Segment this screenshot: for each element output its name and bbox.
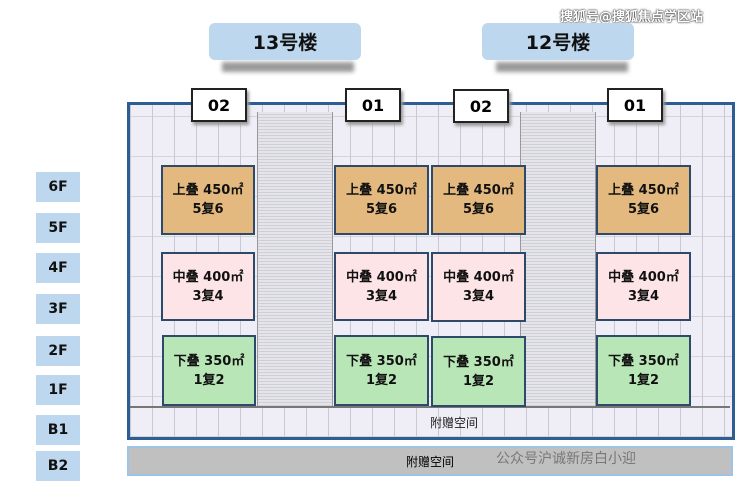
unit-lower: 下叠 350㎡ 1复2 <box>162 335 256 406</box>
unit-number-13-02: 02 <box>191 88 247 122</box>
unit-area: 上叠 450㎡ <box>346 183 417 198</box>
unit-layout: 5复6 <box>365 202 398 217</box>
unit-area: 上叠 450㎡ <box>172 183 244 198</box>
unit-middle: 中叠 400㎡ 3复4 <box>334 252 429 321</box>
unit-area: 上叠 450㎡ <box>443 183 514 198</box>
unit-area: 下叠 350㎡ <box>443 354 514 370</box>
unit-area: 下叠 350㎡ <box>173 353 245 369</box>
unit-layout: 3复4 <box>462 289 495 304</box>
unit-middle: 中叠 400㎡ 3复4 <box>431 252 526 322</box>
unit-layout: 5复6 <box>192 202 224 217</box>
unit-area: 上叠 450㎡ <box>608 183 679 198</box>
b1-bonus-space: 附赠空间 <box>430 416 479 430</box>
unit-layout: 3复4 <box>365 288 398 304</box>
unit-layout: 1复2 <box>462 373 495 389</box>
watermark-top: 搜狐号@搜狐焦点学区站 <box>560 10 704 25</box>
b2-label: 附赠空间 <box>405 454 454 469</box>
b2-bonus-space: 附赠空间 <box>127 446 733 476</box>
unit-area: 下叠 350㎡ <box>608 353 679 369</box>
unit-middle: 中叠 400㎡ 3复4 <box>161 252 255 321</box>
unit-number-12-02: 02 <box>453 89 509 123</box>
watermark-bottom: 公众号沪诚新房白小迎 <box>496 451 636 467</box>
unit-layout: 1复2 <box>627 372 660 388</box>
unit-area: 中叠 400㎡ <box>172 269 244 285</box>
unit-lower: 下叠 350㎡ 1复2 <box>596 335 691 406</box>
unit-layout: 5复6 <box>627 202 660 217</box>
floor-4f: 4F <box>36 253 80 283</box>
stairwell-12 <box>520 112 596 406</box>
unit-lower: 下叠 350㎡ 1复2 <box>334 335 429 406</box>
unit-area: 中叠 400㎡ <box>608 269 679 285</box>
unit-layout: 3复4 <box>192 288 224 304</box>
unit-number-12-01: 01 <box>607 88 663 122</box>
stairwell-13 <box>257 112 333 406</box>
unit-upper: 上叠 450㎡ 5复6 <box>334 165 429 235</box>
floor-3f: 3F <box>36 294 80 324</box>
building-13-title: 13号楼 <box>209 23 361 60</box>
unit-upper: 上叠 450㎡ 5复6 <box>431 165 526 235</box>
floor-1f: 1F <box>36 375 80 405</box>
unit-upper: 上叠 450㎡ 5复6 <box>161 165 255 235</box>
building-12-title: 12号楼 <box>482 23 634 60</box>
unit-layout: 1复2 <box>193 372 225 388</box>
floor-b1: B1 <box>36 415 80 445</box>
floor-b2: B2 <box>36 451 80 481</box>
unit-area: 中叠 400㎡ <box>443 270 514 285</box>
unit-layout: 1复2 <box>365 372 398 388</box>
unit-layout: 3复4 <box>627 288 660 304</box>
unit-area: 中叠 400㎡ <box>346 269 417 285</box>
unit-lower: 下叠 350㎡ 1复2 <box>431 336 526 407</box>
floor-6f: 6F <box>36 172 80 202</box>
floor-5f: 5F <box>36 213 80 243</box>
unit-middle: 中叠 400㎡ 3复4 <box>596 252 691 321</box>
ground-line <box>130 406 730 408</box>
unit-upper: 上叠 450㎡ 5复6 <box>596 165 691 235</box>
unit-layout: 5复6 <box>462 202 495 217</box>
unit-area: 下叠 350㎡ <box>346 353 417 369</box>
unit-number-13-01: 01 <box>345 88 401 122</box>
floor-2f: 2F <box>36 336 80 366</box>
